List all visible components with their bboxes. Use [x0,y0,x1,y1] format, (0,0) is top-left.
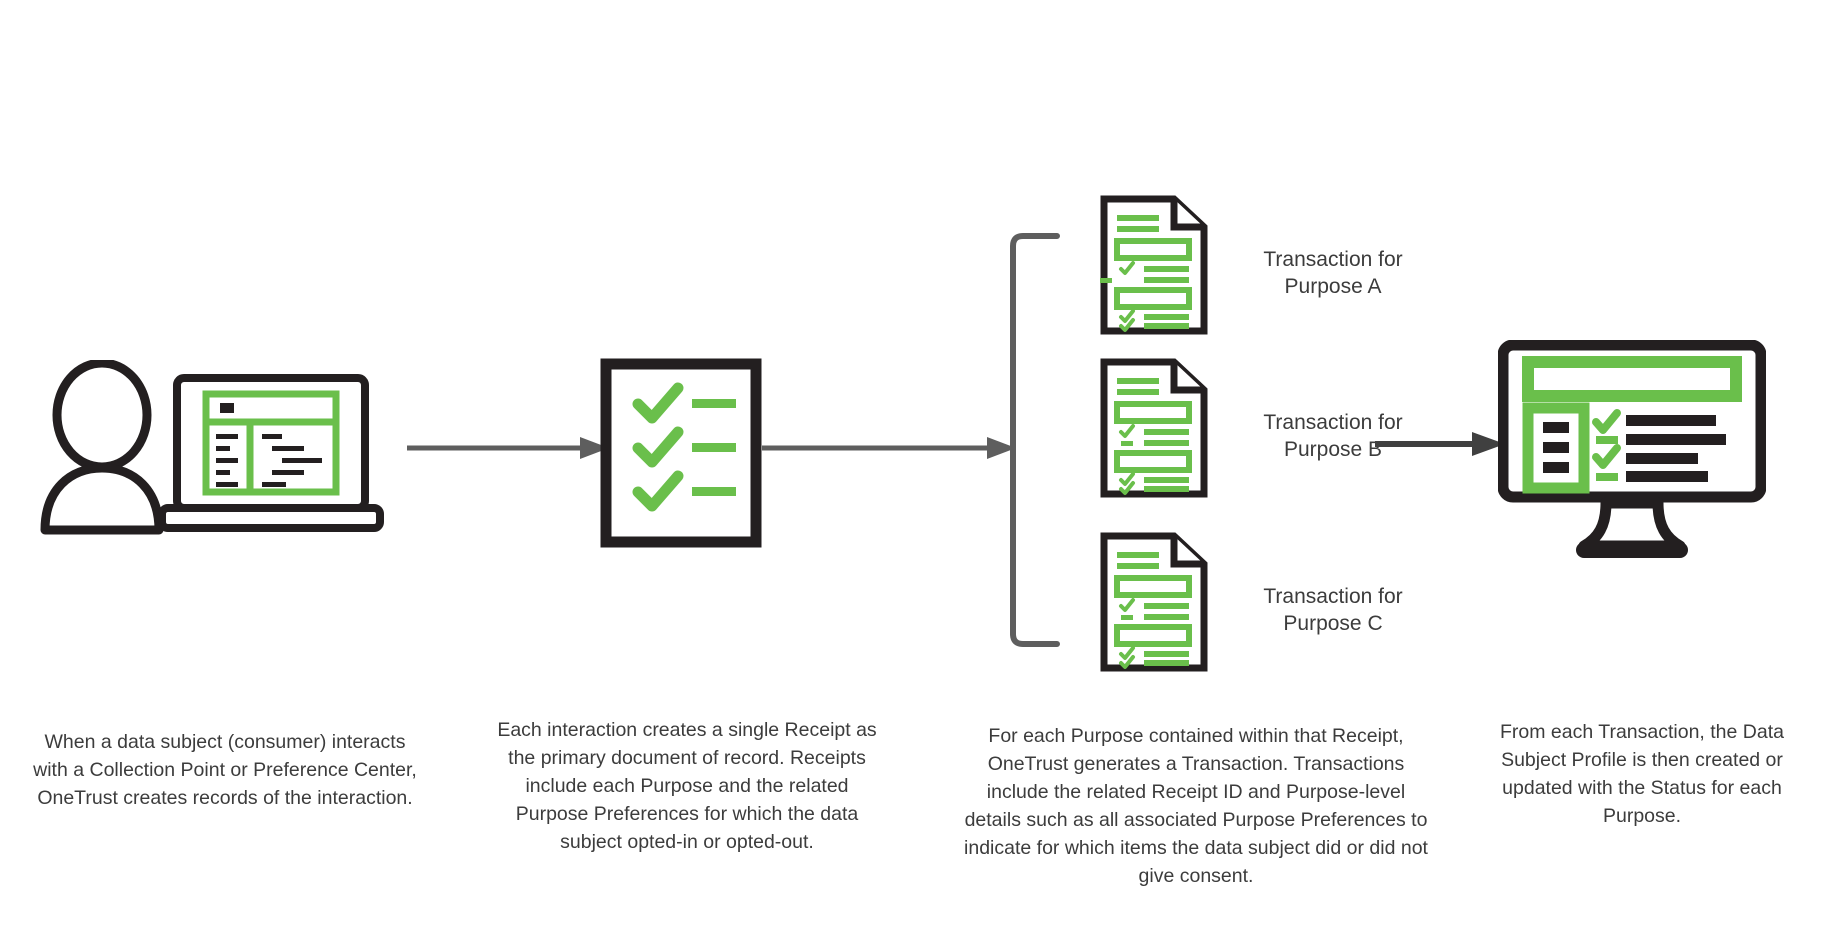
transaction-label-b: Transaction for Purpose B [1263,411,1403,461]
caption-data-subject: When a data subject (consumer) interacts… [33,731,417,809]
laptop-icon [158,374,384,532]
arrow-laptop-to-receipt [405,432,615,464]
caption-receipt: Each interaction creates a single Receip… [497,719,877,853]
receipt-checklist-icon [600,358,765,548]
caption-data-subject-profile: From each Transaction, the Data Subject … [1500,721,1784,827]
person-icon [40,360,164,535]
transaction-label-c: Transaction for Purpose C [1263,585,1403,635]
arrow-transaction-to-monitor [1375,428,1510,460]
caption-transactions: For each Purpose contained within that R… [964,725,1428,887]
transaction-label-a: Transaction for Purpose A [1263,248,1403,298]
bracket-transactions [1005,230,1065,650]
person-with-laptop-icon [40,360,400,540]
arrow-receipt-to-bracket [762,432,1022,464]
desktop-monitor-icon [1498,340,1766,566]
transaction-document-icon [1100,195,1208,335]
transaction-document-icon [1100,358,1208,498]
transaction-document-icon [1100,532,1208,672]
